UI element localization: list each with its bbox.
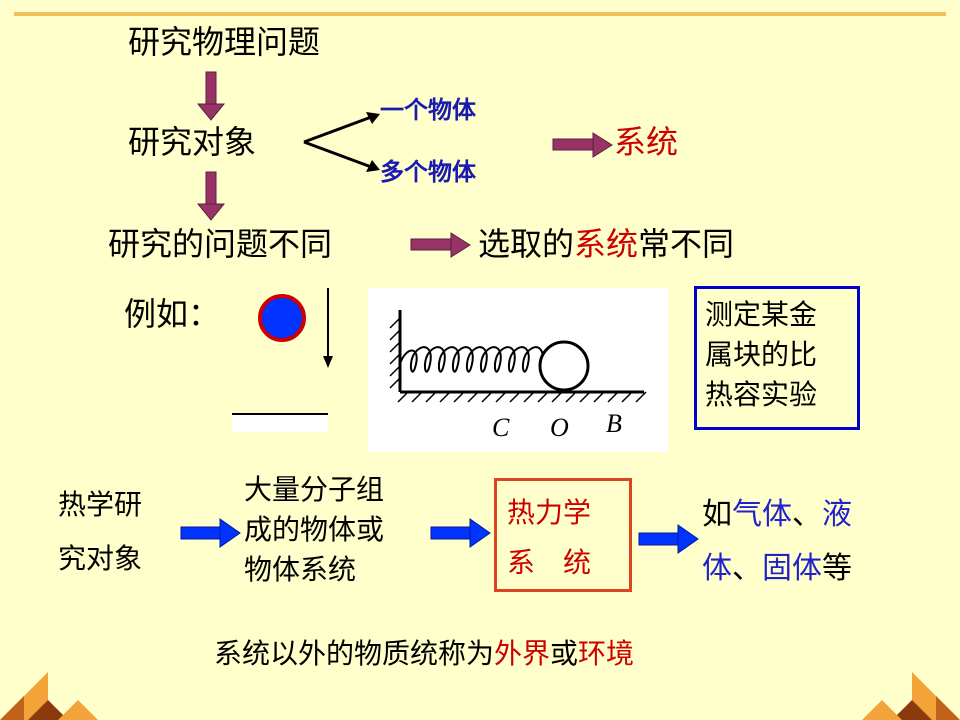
- blue-arrow-1: [180, 518, 241, 548]
- question-different-label: 研究的问题不同: [108, 225, 333, 263]
- thermo-examples: 如气体、液 体、固体等: [702, 488, 852, 596]
- examples-line-2: 体、固体等: [702, 542, 852, 596]
- experiment-line-2: 属块的比: [705, 338, 818, 371]
- example-text-ru: 如: [702, 497, 732, 532]
- system-label-top: 系统: [614, 123, 679, 161]
- composition-line-1: 大量分子组: [244, 473, 385, 506]
- top-rule: [14, 12, 946, 16]
- research-object-label: 研究对象: [128, 123, 257, 161]
- thermo-subject-line-1: 热学研: [58, 488, 143, 521]
- example-label: 例如：: [124, 295, 221, 333]
- choice-system: 系统: [574, 225, 639, 263]
- composition-line-2: 成的物体或: [244, 513, 385, 546]
- examples-line-1: 如气体、液: [702, 488, 852, 542]
- choice-prefix: 选取的: [478, 225, 575, 263]
- example-etc: 等: [822, 551, 852, 586]
- point-b-label: B: [606, 409, 622, 438]
- footer-prefix: 系统以外的物质统称为: [214, 637, 495, 670]
- footer-outside: 外界: [494, 637, 551, 670]
- spring-figure-panel: [368, 288, 668, 452]
- example-sep-1: 、: [792, 497, 822, 532]
- example-sep-2: 、: [732, 551, 762, 586]
- title-research-physics-problem: 研究物理问题: [128, 23, 321, 61]
- thermo-system-line-2: 系 统: [507, 546, 592, 579]
- branch-arrows: [303, 112, 380, 172]
- point-o-label: O: [550, 413, 569, 442]
- experiment-box: 测定某金 属块的比 热容实验: [694, 286, 860, 430]
- ball-icon: [258, 294, 306, 342]
- maroon-arrow-to-choice: [410, 232, 471, 258]
- corner-decoration-right: [862, 672, 960, 720]
- blue-arrow-2: [430, 518, 491, 548]
- down-arrow-2: [196, 171, 226, 221]
- example-solid: 固体: [762, 551, 822, 586]
- experiment-line-1: 测定某金: [705, 298, 818, 331]
- falling-ball-figure: [232, 288, 333, 432]
- thermo-subject: 热学研 究对象: [58, 478, 142, 586]
- blue-arrow-3: [638, 524, 699, 554]
- thermo-composition: 大量分子组 成的物体或 物体系统: [244, 470, 384, 590]
- choice-suffix: 常不同: [638, 225, 735, 263]
- example-liquid-1: 液: [822, 497, 852, 532]
- experiment-line-3: 热容实验: [705, 378, 818, 411]
- maroon-arrow-to-system: [552, 132, 613, 158]
- footer-sentence: 系统以外的物质统称为外界或环境: [214, 638, 634, 670]
- footer-or: 或: [550, 637, 579, 670]
- composition-line-3: 物体系统: [244, 553, 357, 586]
- footer-environment: 环境: [578, 637, 635, 670]
- example-gas: 气体: [732, 497, 792, 532]
- spring-figure: C O B: [389, 310, 647, 442]
- example-liquid-2: 体: [702, 551, 732, 586]
- point-c-label: C: [492, 413, 510, 442]
- thermo-system-line-1: 热力学: [507, 496, 592, 529]
- corner-decoration-left: [0, 672, 98, 720]
- down-arrow-1: [196, 71, 226, 121]
- one-object-label: 一个物体: [380, 96, 476, 124]
- choice-sentence: 选取的系统常不同: [478, 226, 734, 262]
- multi-object-label: 多个物体: [380, 158, 476, 186]
- thermo-system-box: 热力学 系 统: [494, 478, 632, 592]
- thermo-subject-line-2: 究对象: [58, 542, 143, 575]
